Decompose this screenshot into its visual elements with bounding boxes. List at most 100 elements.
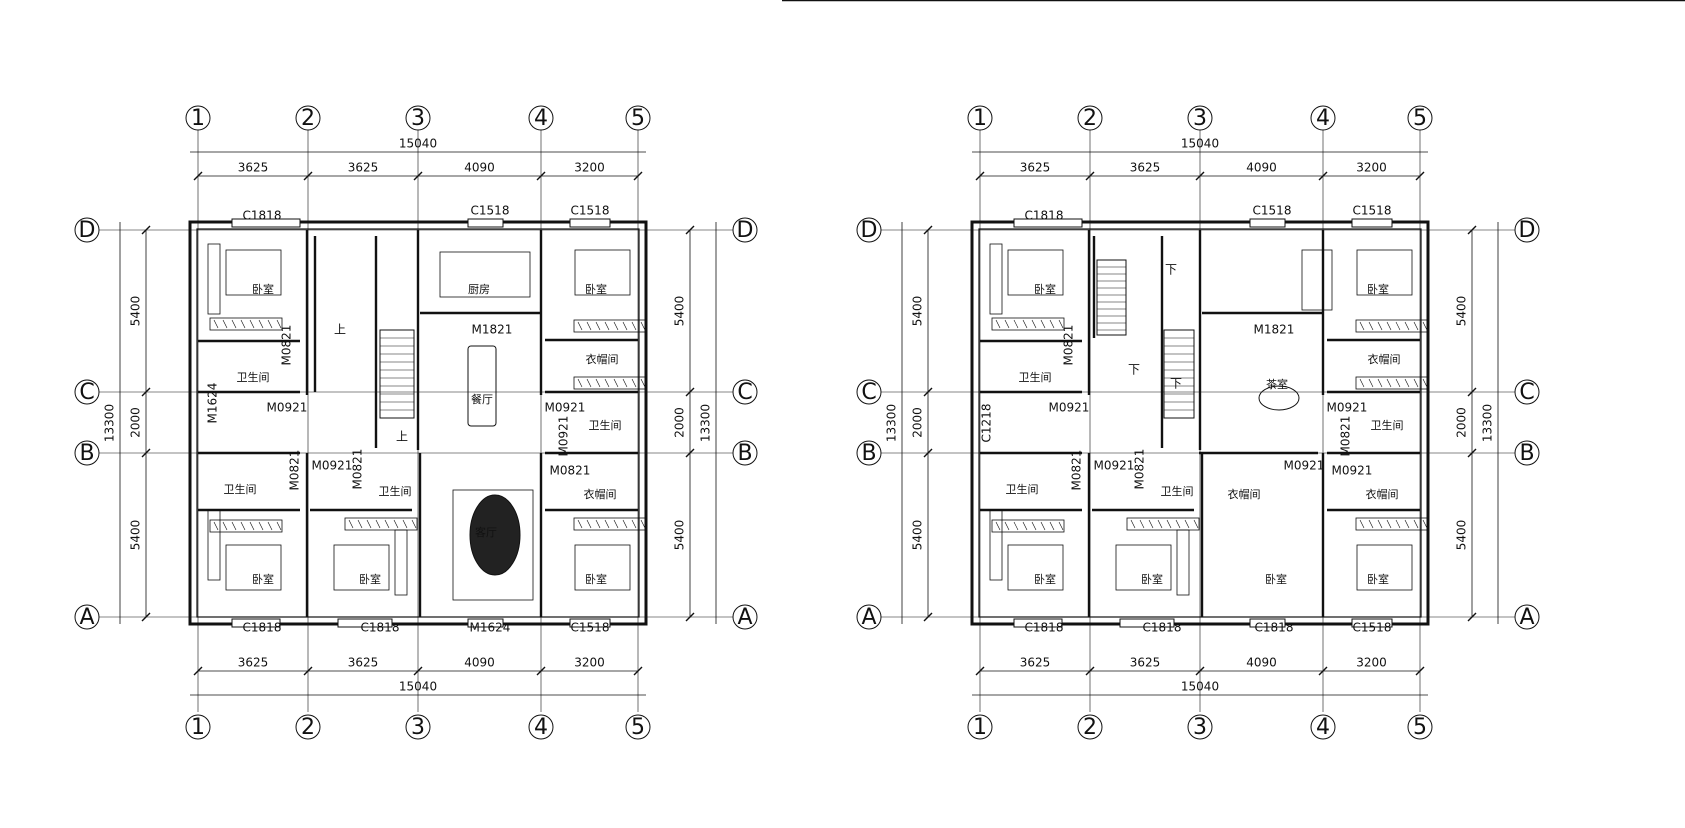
- room-label-br3: 卧室: [252, 572, 274, 586]
- axis-label-row-D: D: [1519, 218, 1536, 243]
- wardrobe-hanger: [1022, 319, 1028, 329]
- dim-span: 4090: [464, 656, 495, 670]
- axis-label-col-4: 4: [534, 106, 548, 131]
- wardrobe-hanger: [1386, 519, 1392, 529]
- room-label-living: 客厅: [475, 525, 497, 539]
- component-label: M0921: [545, 401, 586, 415]
- bed: [1007, 544, 1064, 591]
- wardrobe-hanger: [1377, 378, 1383, 388]
- axis-bubble-row: [1514, 217, 1540, 243]
- dim-span-vertical: 5400: [1455, 296, 1469, 327]
- wardrobe-hanger: [995, 521, 1001, 531]
- wardrobe: [573, 517, 647, 531]
- room-label-bath1: 卫生间: [1019, 370, 1052, 384]
- sofa: [989, 509, 1003, 581]
- wardrobe-hanger: [1148, 519, 1154, 529]
- wardrobe-hanger: [357, 519, 363, 529]
- axis-label-row-A: A: [79, 605, 94, 630]
- bed: [333, 544, 390, 591]
- sofa: [1176, 529, 1190, 596]
- axis-bubble-col: [1187, 714, 1213, 740]
- wardrobe-hanger: [595, 519, 601, 529]
- sofa: [207, 509, 221, 581]
- kitchen-counter: [439, 251, 531, 298]
- axis-bubble-col: [625, 714, 651, 740]
- wardrobe-hanger: [1422, 378, 1428, 388]
- dim-span: 4090: [464, 161, 495, 175]
- dim-span: 4090: [1246, 656, 1277, 670]
- room-label-br5: 卧室: [585, 572, 607, 586]
- wardrobe-hanger: [1368, 378, 1374, 388]
- dim-span: 3625: [348, 656, 379, 670]
- dim-span-vertical: 2000: [673, 407, 687, 438]
- dim-tick: [1467, 612, 1477, 622]
- sofa: [394, 529, 408, 596]
- axis-label-row-A: A: [737, 605, 752, 630]
- component-label: M0821: [351, 449, 365, 490]
- room-label-bath4: 卫生间: [1161, 484, 1194, 498]
- wardrobe: [991, 519, 1065, 533]
- axis-label-col-3: 3: [1193, 106, 1207, 131]
- wardrobe-hanger: [276, 521, 282, 531]
- room-label-wardrobe3: 衣帽间: [1228, 487, 1261, 501]
- dim-tick: [1415, 171, 1425, 181]
- window: [1249, 618, 1286, 628]
- room-label-br3: 卧室: [1034, 572, 1056, 586]
- window: [1351, 618, 1393, 628]
- component-label: C1818: [1025, 621, 1064, 635]
- dim-tick: [141, 387, 151, 397]
- axis-bubble-col: [528, 714, 554, 740]
- dim-tick: [633, 171, 643, 181]
- wardrobe-hanger: [1175, 519, 1181, 529]
- wardrobe-hanger: [213, 521, 219, 531]
- wardrobe-hanger: [240, 521, 246, 531]
- dim-span: 3625: [348, 161, 379, 175]
- component-label: M0921: [557, 416, 571, 457]
- wardrobe-cabinet: [1301, 249, 1333, 311]
- wardrobe-hanger: [1040, 319, 1046, 329]
- wardrobe-hanger: [1049, 319, 1055, 329]
- wardrobe: [991, 317, 1065, 331]
- wardrobe-hanger: [1130, 519, 1136, 529]
- dim-total-vertical: 13300: [885, 404, 899, 442]
- wardrobe-hanger: [240, 319, 246, 329]
- dim-tick: [923, 448, 933, 458]
- dim-span-vertical: 5400: [673, 296, 687, 327]
- axis-label-col-5: 5: [1413, 715, 1427, 740]
- wardrobe-hanger: [1413, 321, 1419, 331]
- dim-span-vertical: 2000: [911, 407, 925, 438]
- wardrobe-hanger: [231, 319, 237, 329]
- wardrobe-hanger: [348, 519, 354, 529]
- bed: [1356, 249, 1413, 296]
- room-label-bath3: 卫生间: [1006, 482, 1039, 496]
- axis-bubble-row: [856, 217, 882, 243]
- wardrobe-hanger: [1184, 519, 1190, 529]
- axis-bubble-row: [732, 604, 758, 630]
- dim-span: 3200: [1356, 161, 1387, 175]
- component-label: M0821: [288, 450, 302, 491]
- dim-span-vertical: 5400: [911, 520, 925, 551]
- wardrobe-hanger: [1422, 321, 1428, 331]
- axis-label-col-2: 2: [1083, 715, 1097, 740]
- axis-label-col-1: 1: [973, 106, 987, 131]
- wardrobe: [209, 519, 283, 533]
- axis-bubble-col: [295, 105, 321, 131]
- wardrobe-hanger: [1031, 521, 1037, 531]
- window: [569, 618, 611, 628]
- dim-span: 3625: [238, 656, 269, 670]
- bed: [225, 249, 282, 296]
- dining-table: [467, 345, 497, 427]
- dim-tick: [193, 666, 203, 676]
- bed: [1007, 249, 1064, 296]
- wardrobe-hanger: [1395, 519, 1401, 529]
- wardrobe: [209, 317, 283, 331]
- component-label: M0921: [1284, 459, 1325, 473]
- wardrobe-hanger: [640, 321, 646, 331]
- wardrobe: [1355, 517, 1429, 531]
- component-label: C1818: [1025, 209, 1064, 223]
- window: [1119, 618, 1175, 628]
- axis-label-col-1: 1: [973, 715, 987, 740]
- room-label-br2: 卧室: [1367, 282, 1389, 296]
